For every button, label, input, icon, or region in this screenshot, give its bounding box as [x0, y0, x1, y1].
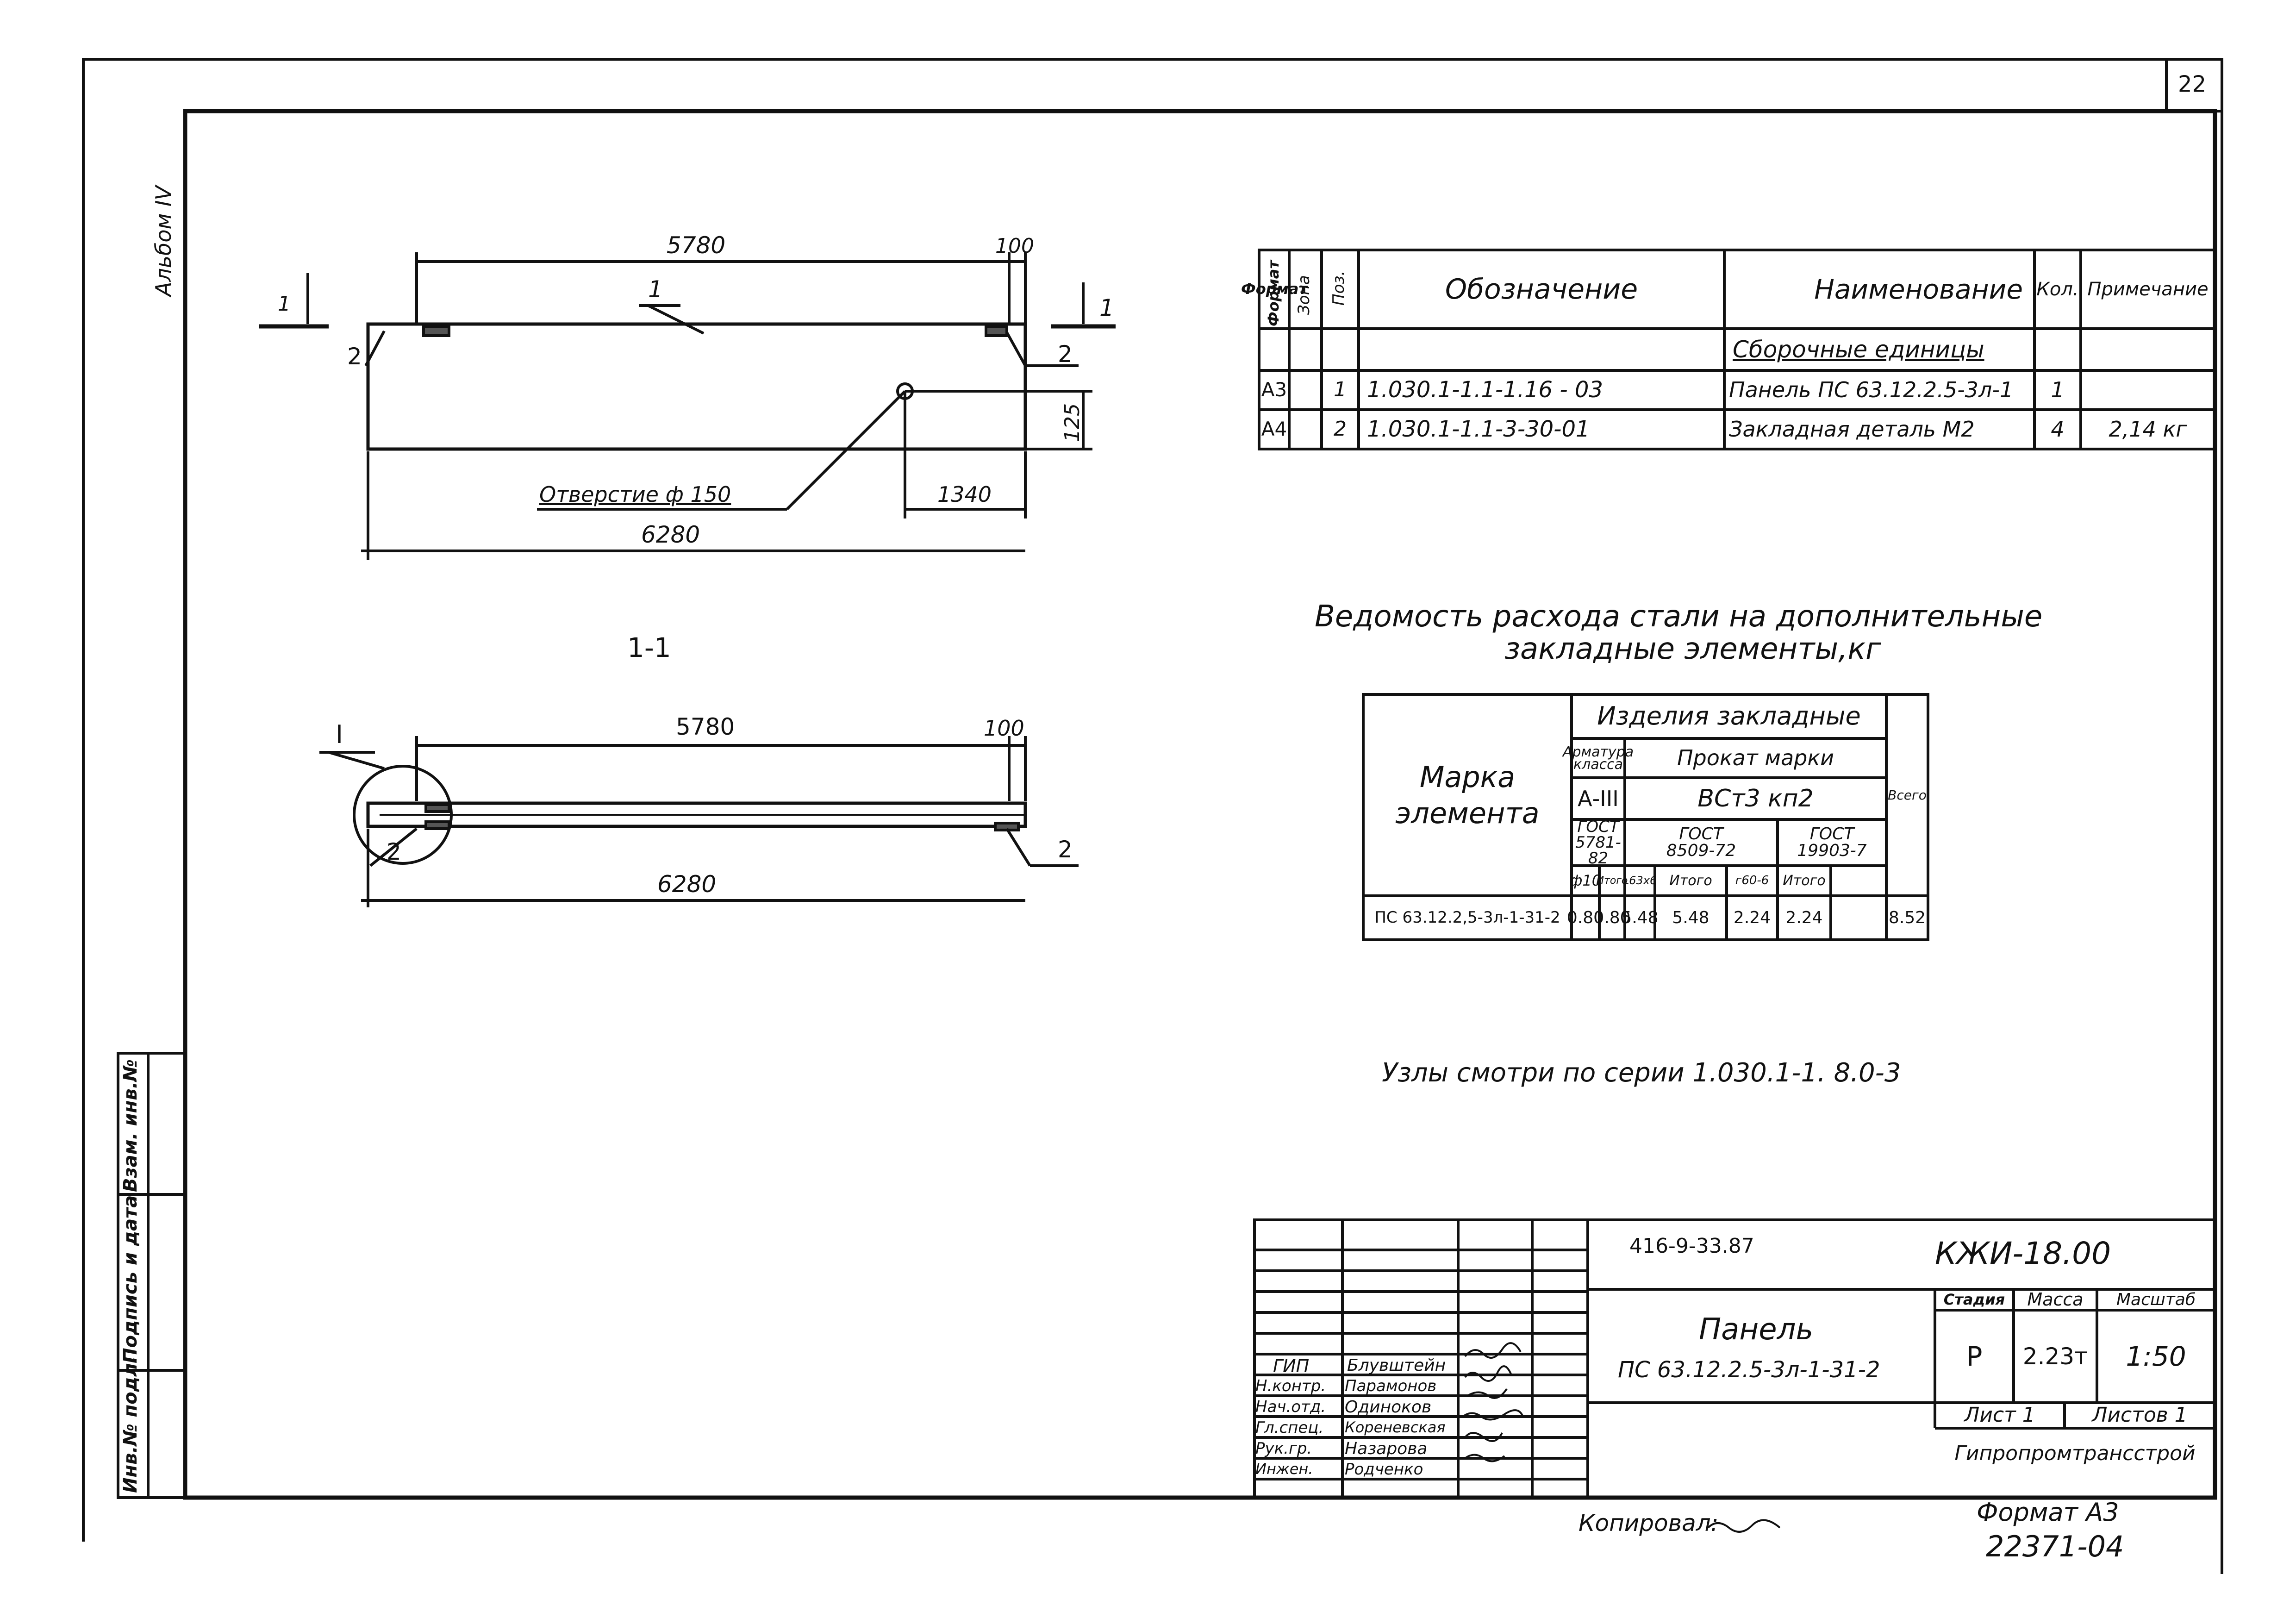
plan-dim-hole-height: 125 [1061, 403, 1084, 442]
steel-row-value-4: 5.48 [1672, 908, 1710, 927]
spec-row-1-designation: 1.030.1-1.1-1.16 - 03 [1367, 377, 1603, 403]
steel-header-rebar-class: Арматура класса [1562, 743, 1634, 773]
signature-name-1: Блувштейн [1347, 1356, 1446, 1375]
steel-header-total: Всего [1888, 787, 1927, 803]
signature-role-1: ГИП [1273, 1356, 1310, 1376]
steel-table-title-line2: закладные элементы,кг [1504, 632, 1881, 666]
steel-rebar-class: А-III [1578, 786, 1619, 811]
steel-row-value-1: 0.80 [1566, 908, 1604, 927]
spec-header-designation: Обозначение [1445, 273, 1638, 306]
steel-sub-header-2: Итого [1596, 874, 1628, 887]
series-note: Узлы смотри по серии 1.030.1-1. 8.0-3 [1382, 1058, 1901, 1088]
steel-gost-rolled-2: ГОСТ 19903-7 [1797, 824, 1867, 860]
title-line2: ПС 63.12.2.5-3л-1-31-2 [1618, 1357, 1880, 1383]
steel-row-value-3: 5.48 [1621, 908, 1659, 927]
organization: Гипропромтрансстрой [1954, 1441, 2196, 1465]
mass-value: 2.23т [2022, 1343, 2088, 1370]
plan-section-mark-right: 1 [1099, 294, 1114, 321]
steel-row-mark: ПС 63.12.2,5-3л-1-31-2 [1374, 908, 1560, 927]
spec-header-note: Примечание [2087, 279, 2209, 300]
sheet-label: Лист 1 [1964, 1403, 2035, 1427]
spec-row-2-name: Закладная деталь М2 [1729, 417, 1975, 442]
page-number: 22 [2178, 71, 2207, 97]
steel-header-group: Изделия закладные [1597, 701, 1861, 731]
signature-name-3: Одиноков [1345, 1398, 1432, 1417]
inventory-number: 22371-04 [1986, 1530, 2124, 1563]
scale-value: 1:50 [2126, 1340, 2186, 1372]
signature-role-3: Нач.отд. [1255, 1398, 1326, 1416]
steel-row-value-5: 2.24 [1733, 908, 1771, 927]
title-line1: Панель [1699, 1312, 1814, 1347]
scale-header: Масштаб [2116, 1290, 2196, 1309]
signature-role-5: Рук.гр. [1255, 1439, 1312, 1458]
signature-name-2: Парамонов [1345, 1377, 1437, 1395]
signature-name-6: Родченко [1345, 1460, 1423, 1479]
spec-row-1-pos: 1 [1334, 378, 1347, 402]
sheets-label: Листов 1 [2092, 1403, 2188, 1427]
spec-header-format-text: Формат [1265, 260, 1282, 326]
spec-header-qty: Кол. [2036, 279, 2079, 300]
steel-header-mark: Марка элемента [1395, 760, 1540, 830]
project-code: 416-9-33.87 [1629, 1234, 1754, 1258]
spec-row-2-format: А4 [1261, 418, 1287, 441]
steel-header-rolled: Прокат марки [1677, 745, 1834, 771]
plan-position-2-right: 2 [1058, 341, 1073, 368]
steel-sub-header-1: ф10 [1569, 871, 1602, 889]
spec-row-2-qty: 4 [2051, 417, 2065, 442]
steel-row-value-6: 2.24 [1785, 908, 1823, 927]
format-label: Формат А3 [1977, 1498, 2119, 1527]
spec-row-1-name: Панель ПС 63.12.2.5-3л-1 [1729, 377, 2014, 403]
plan-dim-top-right: 100 [995, 234, 1034, 258]
copied-by-label: Копировал: [1578, 1510, 1719, 1537]
section-position-2-left: 2 [387, 838, 401, 865]
plan-position-2-left: 2 [347, 343, 362, 370]
steel-rolled-grade: ВСт3 кп2 [1697, 784, 1814, 812]
section-title: 1-1 [627, 632, 671, 663]
spec-header-name: Наименование [1814, 273, 2023, 305]
section-dim-top: 5780 [676, 713, 735, 740]
spec-row-2-note: 2,14 кг [2109, 417, 2187, 442]
steel-gost-rebar: ГОСТ 5781-82 [1575, 818, 1621, 868]
section-dim-bottom: 6280 [657, 871, 717, 898]
plan-section-mark-left: 1 [278, 292, 291, 316]
signature-name-5: Назарова [1345, 1439, 1428, 1458]
mass-header: Масса [2027, 1289, 2084, 1310]
steel-table-title-line1: Ведомость расхода стали на дополнительны… [1315, 600, 2043, 634]
plan-dim-bottom: 6280 [641, 521, 700, 548]
steel-sub-header-6: Итого [1783, 872, 1826, 889]
signature-role-2: Н.контр. [1255, 1377, 1326, 1395]
plan-dim-hole-offset: 1340 [937, 482, 992, 507]
steel-sub-header-4: Итого [1669, 872, 1712, 889]
plan-hole-label: Отверстие ф 150 [539, 482, 731, 507]
steel-row-total: 8.52 [1888, 908, 1926, 927]
spec-row-2-designation: 1.030.1-1.1-3-30-01 [1367, 416, 1590, 443]
spec-section-row: Сборочные единицы [1733, 336, 1984, 363]
strip-label-signature: Подпись и дата [120, 1195, 141, 1363]
spec-header-zone: Зона [1295, 275, 1313, 315]
plan-position-1: 1 [648, 276, 663, 303]
section-position-2-right: 2 [1058, 836, 1073, 863]
section-dim-top-right: 100 [984, 716, 1024, 741]
steel-sub-header-3: L63х6 [1622, 874, 1657, 887]
stage-value: Р [1966, 1340, 1983, 1372]
spec-header-pos: Поз. [1329, 270, 1348, 306]
signature-role-4: Гл.спец. [1255, 1418, 1324, 1437]
spec-row-1-format: А3 [1261, 378, 1287, 401]
sheet-code: КЖИ-18.00 [1935, 1236, 2111, 1271]
spec-row-2-pos: 2 [1334, 417, 1347, 441]
stage-header: Стадия [1943, 1290, 2005, 1308]
section-callout: I [336, 720, 343, 749]
steel-gost-rolled-1: ГОСТ 8509-72 [1666, 824, 1736, 860]
plan-dim-top: 5780 [667, 232, 726, 259]
signature-role-6: Инжен. [1255, 1460, 1313, 1478]
strip-label-inventory: Инв.№ подл. [120, 1356, 141, 1493]
signature-name-4: Кореневская [1345, 1418, 1446, 1436]
strip-label-replace: Взам. инв.№ [120, 1059, 141, 1192]
album-label: Альбом IV [151, 186, 176, 296]
steel-sub-header-5: г60-6 [1735, 873, 1769, 887]
spec-row-1-qty: 1 [2051, 377, 2065, 403]
steel-row-value-2: 0.80 [1593, 908, 1631, 927]
